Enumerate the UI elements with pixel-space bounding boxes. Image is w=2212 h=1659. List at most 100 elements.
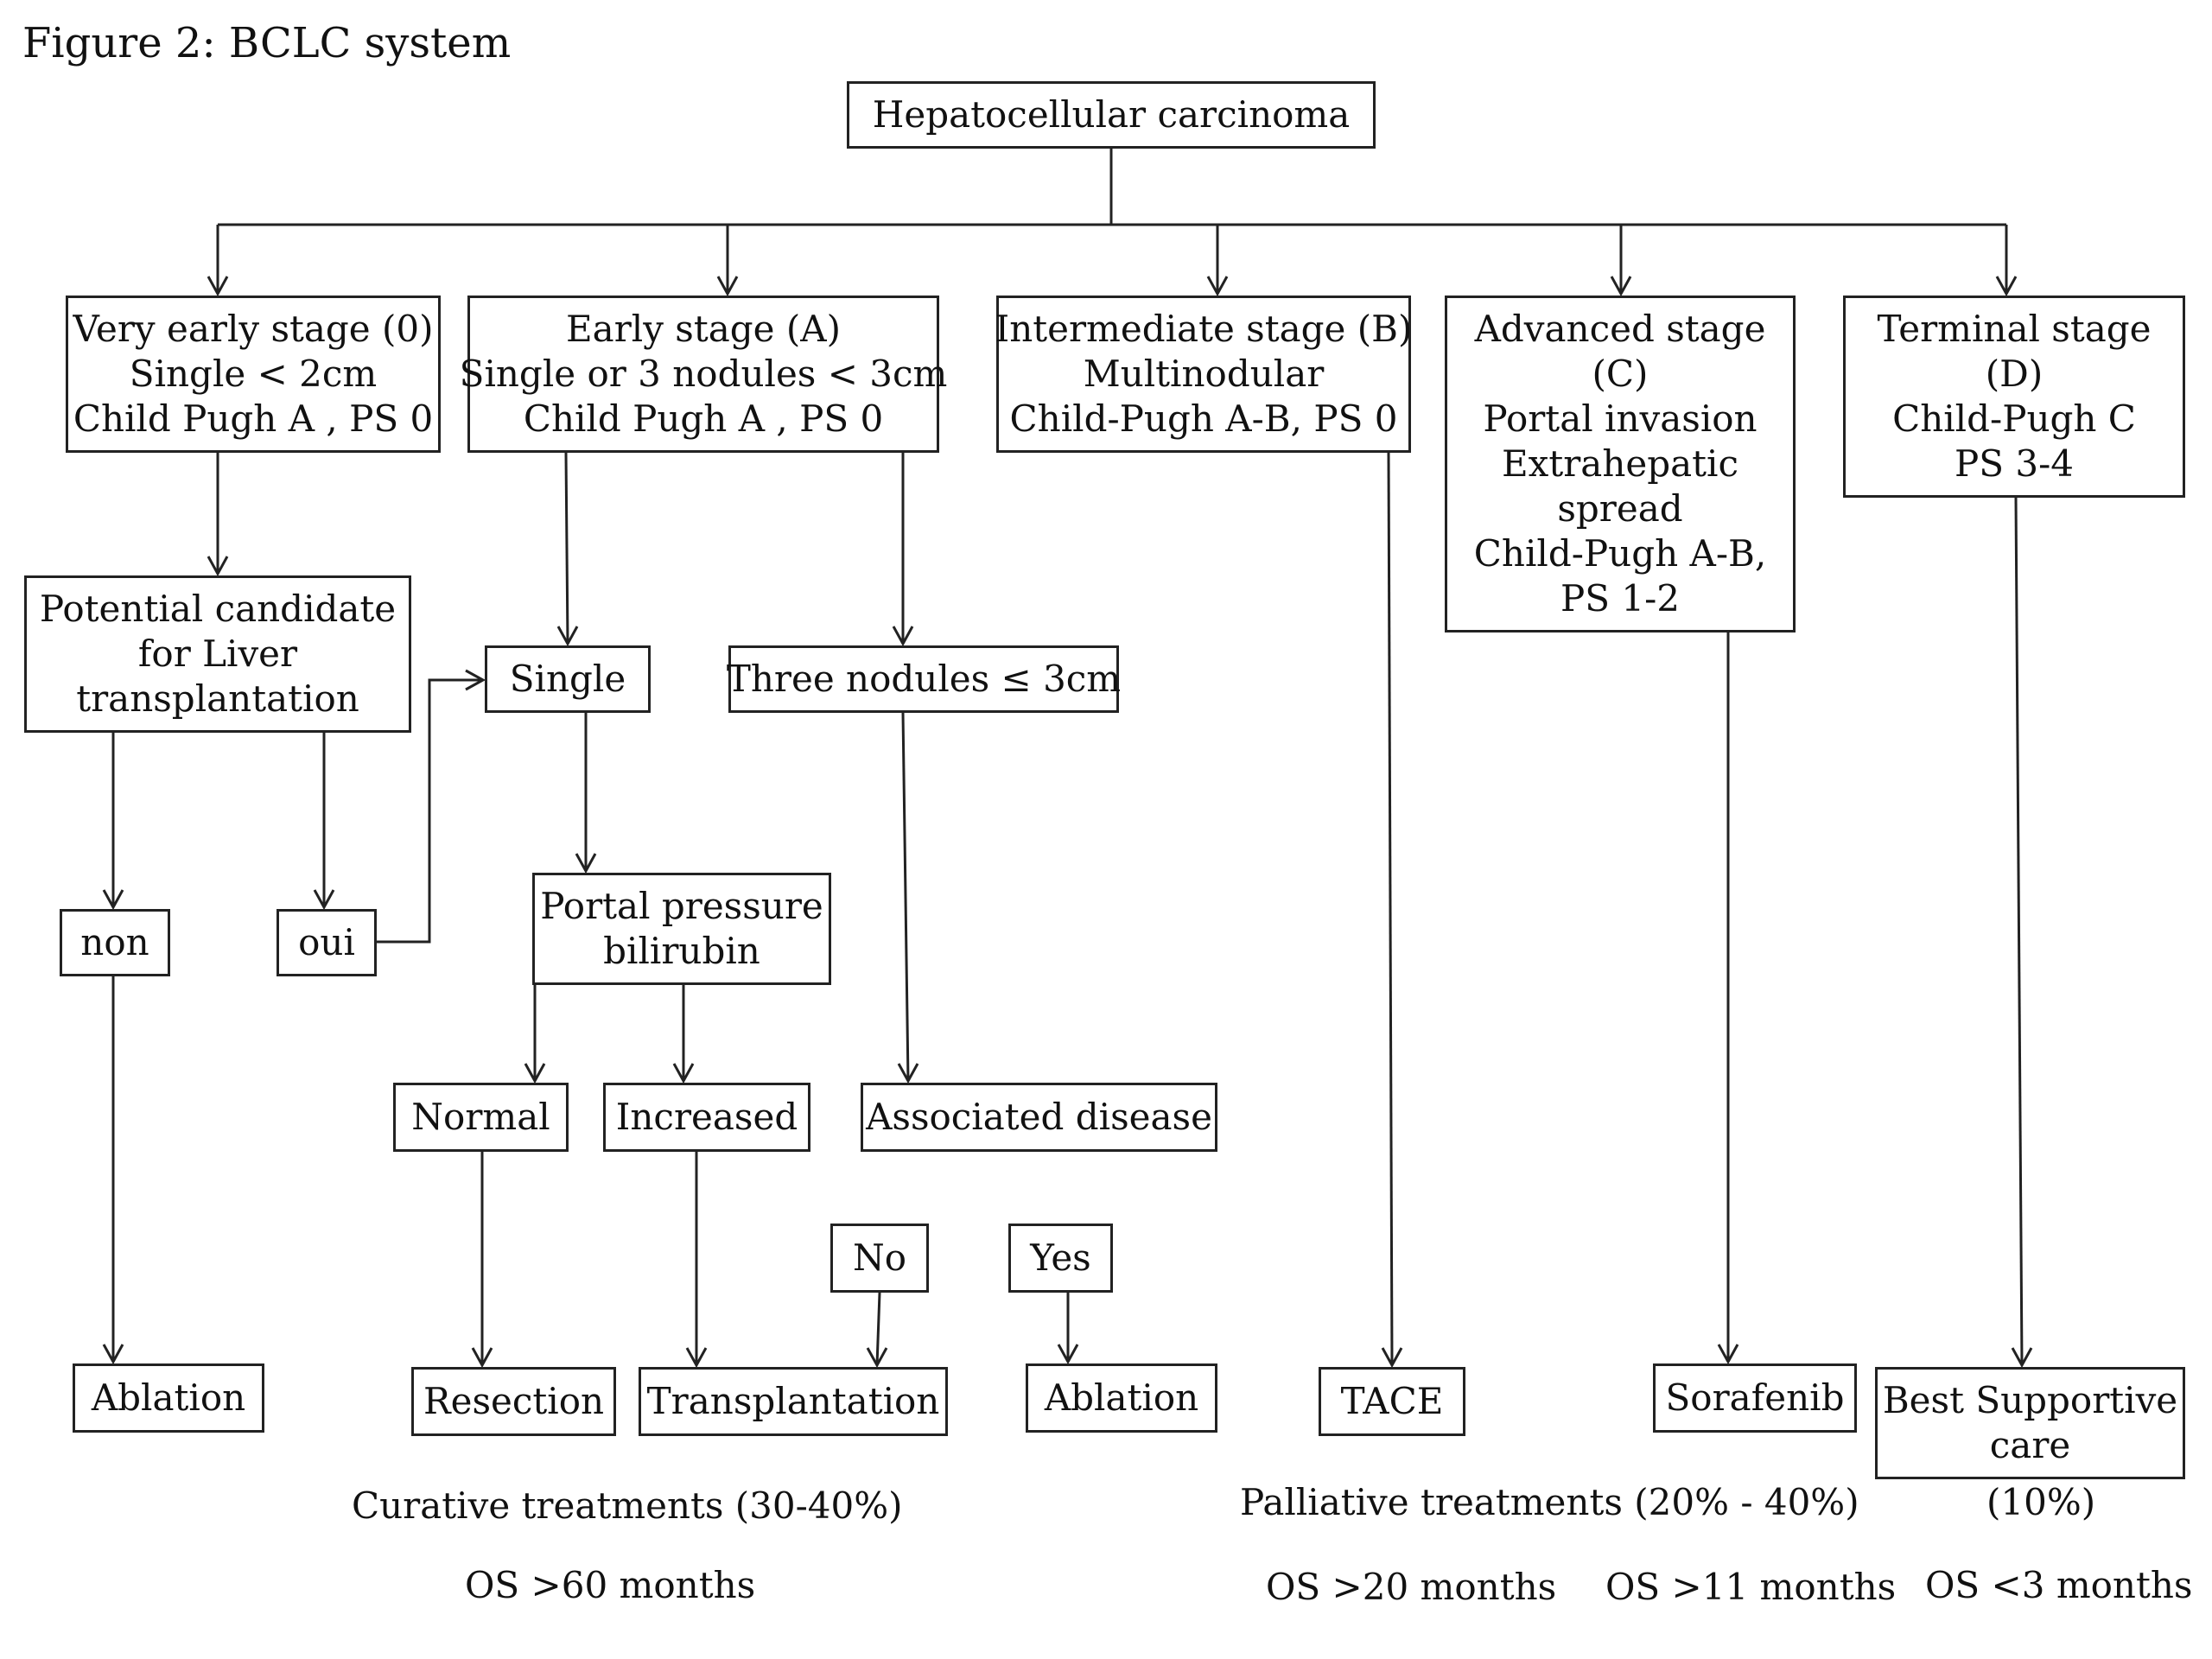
node-text-line: Child Pugh A , PS 0 xyxy=(523,397,884,440)
node-text-line: Increased xyxy=(615,1096,798,1138)
arrowhead xyxy=(672,1063,695,1084)
arrowhead xyxy=(102,889,124,911)
node-resection: Resection xyxy=(411,1367,616,1436)
arrowhead xyxy=(102,1344,124,1365)
arrowhead xyxy=(465,669,486,691)
node-text-line: Transplantation xyxy=(646,1380,940,1422)
node-text-line: Advanced stage xyxy=(1474,308,1766,350)
node-text-line: Best Supportive xyxy=(1882,1379,2178,1421)
node-text-line: Ablation xyxy=(91,1376,246,1419)
arrowhead xyxy=(471,1347,493,1369)
node-text-line: Very early stage (0) xyxy=(73,308,434,350)
node-text-line: Early stage (A) xyxy=(566,308,841,350)
node-text-line: Associated disease xyxy=(866,1096,1212,1138)
arrowhead xyxy=(313,889,335,911)
node-ablation-right: Ablation xyxy=(1026,1363,1217,1433)
caption-palliative-treatments: Palliative treatments (20% - 40%) xyxy=(1240,1481,1859,1523)
arrowhead xyxy=(1381,1347,1403,1369)
arrowhead xyxy=(1610,276,1632,297)
arrowhead xyxy=(1206,276,1229,297)
arrowhead xyxy=(716,276,739,297)
arrowhead xyxy=(556,626,579,647)
node-oui: oui xyxy=(276,909,377,976)
node-text-line: TACE xyxy=(1340,1380,1444,1422)
node-text-line: Portal pressure xyxy=(540,885,823,927)
node-text-line: Intermediate stage (B) xyxy=(995,308,1413,350)
connector-line xyxy=(901,712,910,1082)
node-non: non xyxy=(60,909,170,976)
node-transplantation: Transplantation xyxy=(639,1367,948,1436)
node-text-line: Normal xyxy=(411,1096,550,1138)
node-single: Single xyxy=(485,645,651,713)
connector-line xyxy=(1387,452,1394,1366)
node-text-line: bilirubin xyxy=(603,930,760,972)
node-sorafenib: Sorafenib xyxy=(1653,1363,1857,1433)
arrowhead xyxy=(524,1063,546,1084)
figure-title: Figure 2: BCLC system xyxy=(22,19,512,67)
node-text-line: transplantation xyxy=(76,677,359,720)
node-text-line: Sorafenib xyxy=(1665,1376,1845,1419)
node-text-line: Potential candidate xyxy=(39,588,397,630)
node-text-line: (C) xyxy=(1592,353,1649,395)
node-hepatocellular-carcinoma: Hepatocellular carcinoma xyxy=(847,81,1376,149)
arrowhead xyxy=(1995,276,2018,297)
node-text-line: Child-Pugh C xyxy=(1892,397,2136,440)
node-text-line: Hepatocellular carcinoma xyxy=(872,93,1351,136)
arrowhead xyxy=(892,626,914,647)
node-text-line: Child-Pugh A-B, xyxy=(1473,532,1767,575)
node-text-line: PS 1-2 xyxy=(1560,577,1681,620)
node-text-line: care xyxy=(1989,1424,2071,1466)
node-text-line: spread xyxy=(1557,487,1683,530)
arrowhead xyxy=(1717,1344,1739,1365)
caption-os-tace: OS >20 months xyxy=(1266,1566,1557,1608)
node-text-line: Single < 2cm xyxy=(129,353,378,395)
node-text-line: Single xyxy=(509,658,626,700)
node-text-line: Terminal stage xyxy=(1877,308,2152,350)
node-yes: Yes xyxy=(1008,1224,1113,1293)
caption-os-sorafenib: OS >11 months xyxy=(1605,1566,1897,1608)
node-text-line: (D) xyxy=(1985,353,2044,395)
connector-line xyxy=(564,452,569,645)
connector-line xyxy=(377,678,483,944)
connector-line xyxy=(875,1292,881,1366)
node-text-line: No xyxy=(852,1236,907,1279)
arrowhead xyxy=(207,556,229,577)
node-text-line: Multinodular xyxy=(1083,353,1325,395)
caption-curative-treatments: Curative treatments (30-40%) xyxy=(352,1484,903,1527)
node-tace: TACE xyxy=(1319,1367,1465,1436)
node-text-line: Three nodules ≤ 3cm xyxy=(726,658,1122,700)
node-early-stage: Early stage (A)Single or 3 nodules < 3cm… xyxy=(460,296,947,453)
node-associated-disease: Associated disease xyxy=(861,1083,1217,1152)
node-text-line: for Liver xyxy=(137,632,298,675)
node-text-line: Portal invasion xyxy=(1483,397,1758,440)
arrowhead xyxy=(897,1063,919,1084)
caption-os-terminal: OS <3 months xyxy=(1925,1564,2193,1606)
node-normal: Normal xyxy=(393,1083,569,1152)
arrowhead xyxy=(1057,1344,1079,1365)
node-text-line: Ablation xyxy=(1044,1376,1199,1419)
connector-line xyxy=(2014,497,2024,1366)
node-three-nodules: Three nodules ≤ 3cm xyxy=(726,645,1122,713)
arrowhead xyxy=(207,276,229,297)
node-text-line: Resection xyxy=(423,1380,605,1422)
node-ablation-left: Ablation xyxy=(73,1363,264,1433)
node-text-line: non xyxy=(80,921,149,963)
node-text-line: Child Pugh A , PS 0 xyxy=(73,397,434,440)
arrowhead xyxy=(866,1347,888,1369)
caption-terminal-percent: (10%) xyxy=(1986,1481,2096,1523)
node-increased: Increased xyxy=(603,1083,810,1152)
node-text-line: oui xyxy=(298,921,355,963)
node-text-line: Yes xyxy=(1030,1236,1091,1279)
node-no: No xyxy=(830,1224,929,1293)
node-text-line: PS 3-4 xyxy=(1954,442,2075,485)
node-text-line: Single or 3 nodules < 3cm xyxy=(459,353,948,395)
node-text-line: Extrahepatic xyxy=(1501,442,1738,485)
